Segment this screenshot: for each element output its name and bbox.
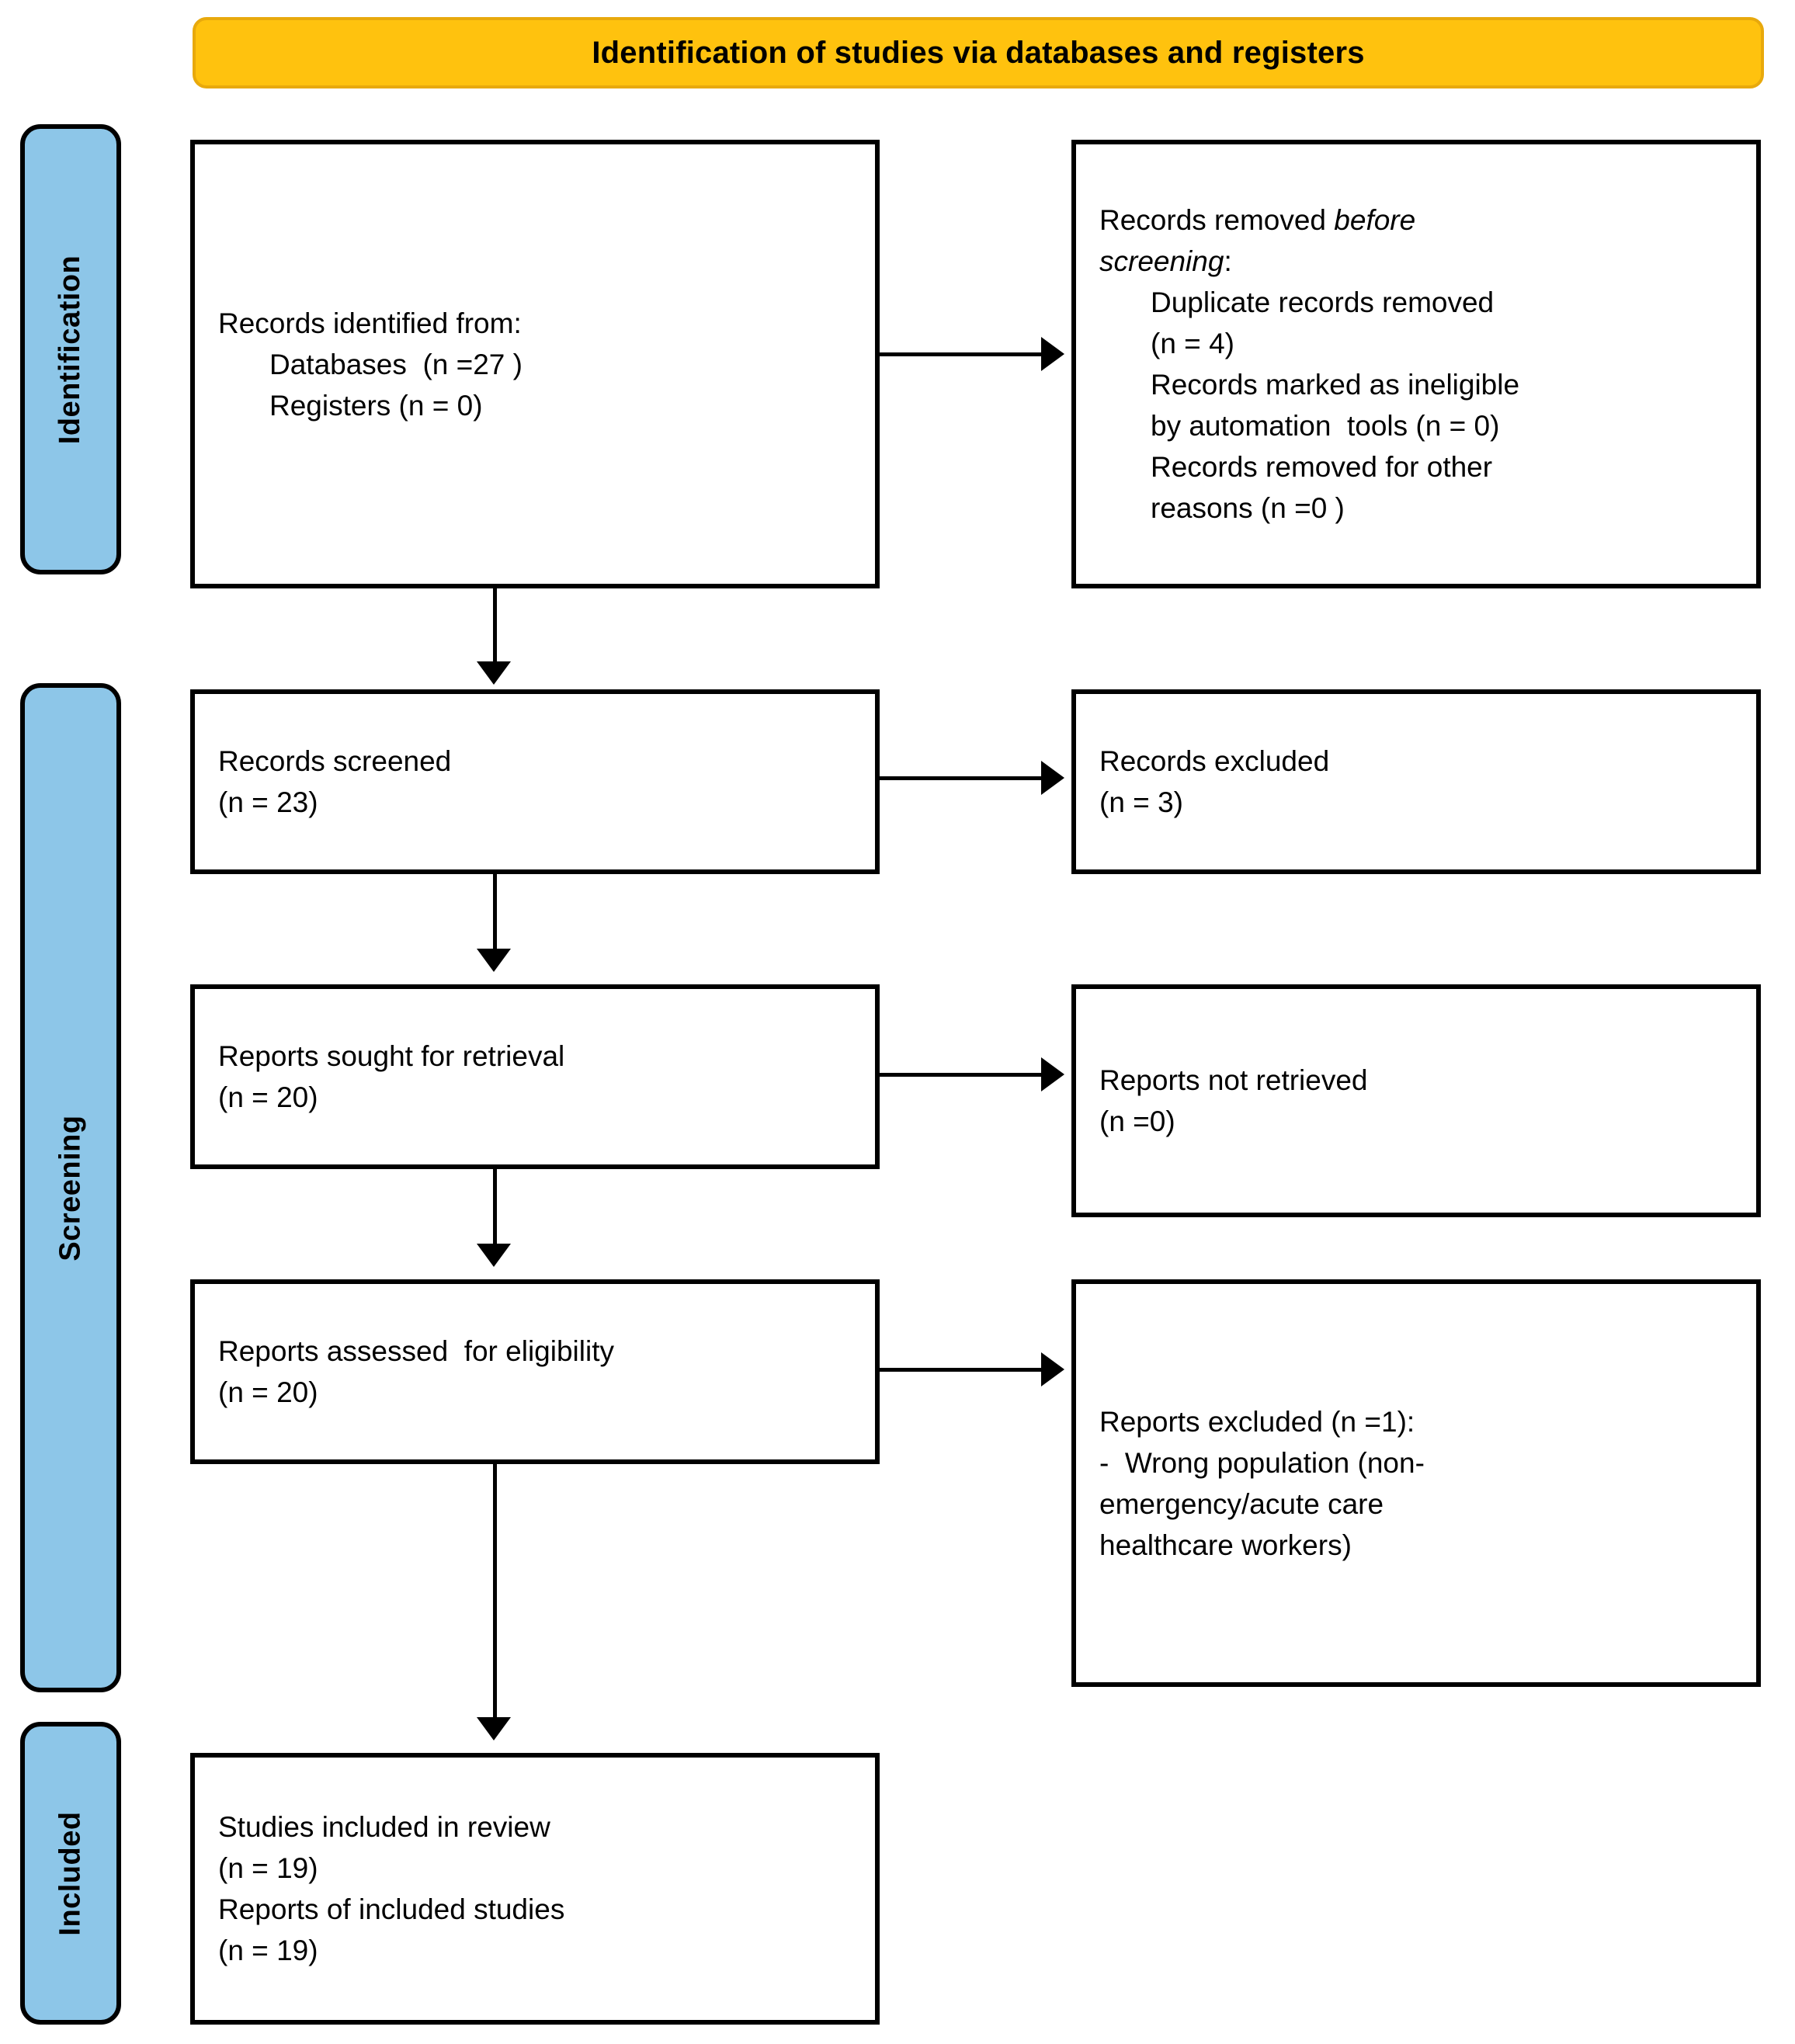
arrow-right-icon — [1041, 761, 1064, 795]
stage-tab-screening-label: Screening — [54, 1114, 87, 1261]
box-studies-included: Studies included in review (n = 19) Repo… — [190, 1753, 880, 2025]
arrow-down-icon — [477, 661, 511, 685]
box-line: Reports of included studies — [218, 1893, 565, 1925]
stage-tab-included: Included — [20, 1722, 121, 2025]
box-line: by automation tools (n = 0) — [1151, 410, 1500, 442]
box-line: Records screened — [218, 745, 452, 777]
arrow-down-icon — [477, 949, 511, 972]
box-line: Studies included in review — [218, 1811, 550, 1843]
box-records-excluded: Records excluded (n = 3) — [1071, 689, 1761, 874]
box-reports-not-retrieved: Reports not retrieved (n =0) — [1071, 984, 1761, 1217]
box-line-italic: before — [1334, 204, 1416, 236]
connector-line-identified-to-removed — [880, 352, 1043, 356]
box-line: Databases (n =27 ) — [269, 348, 523, 380]
box-line: reasons (n =0 ) — [1151, 492, 1345, 524]
stage-tab-screening: Screening — [20, 683, 121, 1692]
connector-line-identified-to-screened — [493, 588, 497, 666]
box-reports-assessed-for-eligibility: Reports assessed for eligibility (n = 20… — [190, 1279, 880, 1464]
box-line: Records excluded — [1099, 745, 1330, 777]
box-line-italic: screening — [1099, 245, 1224, 277]
connector-line-screened-to-excluded — [880, 776, 1043, 780]
diagram-header-banner: Identification of studies via databases … — [193, 17, 1764, 88]
connector-line-sought-to-not-retrieved — [880, 1073, 1043, 1077]
box-line: (n = 19) — [218, 1852, 318, 1884]
box-line: (n = 19) — [218, 1935, 318, 1966]
arrow-right-icon — [1041, 337, 1064, 371]
box-line: (n = 4) — [1151, 328, 1234, 359]
box-line: healthcare workers) — [1099, 1529, 1352, 1561]
box-line: Registers (n = 0) — [269, 389, 483, 422]
connector-line-screened-to-sought — [493, 874, 497, 952]
box-records-screened: Records screened (n = 23) — [190, 689, 880, 874]
box-line: Records removed for other — [1151, 451, 1493, 483]
box-reports-excluded: Reports excluded (n =1): - Wrong populat… — [1071, 1279, 1761, 1687]
diagram-title: Identification of studies via databases … — [592, 35, 1365, 70]
box-line: (n = 3) — [1099, 786, 1183, 818]
stage-tab-identification-label: Identification — [54, 255, 87, 444]
connector-line-sought-to-assessed — [493, 1169, 497, 1247]
box-line: emergency/acute care — [1099, 1487, 1384, 1520]
connector-line-assessed-to-included — [493, 1464, 497, 1720]
stage-tab-identification: Identification — [20, 124, 121, 574]
box-line: Reports assessed for eligibility — [218, 1335, 614, 1367]
arrow-down-icon — [477, 1244, 511, 1267]
box-line: (n = 20) — [218, 1081, 318, 1113]
arrow-down-icon — [477, 1717, 511, 1740]
box-line: Records removed before — [1099, 200, 1733, 241]
box-line: Reports sought for retrieval — [218, 1040, 565, 1072]
box-line: Reports excluded (n =1): — [1099, 1405, 1415, 1438]
box-line: (n =0) — [1099, 1105, 1175, 1137]
arrow-right-icon — [1041, 1352, 1064, 1386]
box-line: - Wrong population (non- — [1099, 1446, 1425, 1479]
box-reports-sought-for-retrieval: Reports sought for retrieval (n = 20) — [190, 984, 880, 1169]
box-line: Records marked as ineligible — [1151, 369, 1520, 401]
box-line: Reports not retrieved — [1099, 1064, 1368, 1096]
box-line: screening: — [1099, 241, 1733, 282]
box-line: (n = 20) — [218, 1376, 318, 1408]
connector-line-assessed-to-reports-excluded — [880, 1368, 1043, 1372]
box-records-removed-before-screening: Records removed before screening: Duplic… — [1071, 140, 1761, 588]
arrow-right-icon — [1041, 1057, 1064, 1091]
box-records-identified: Records identified from: Databases (n =2… — [190, 140, 880, 588]
box-line-text: : — [1224, 245, 1232, 277]
box-line: Records identified from: — [218, 307, 522, 339]
box-line: Duplicate records removed — [1151, 286, 1495, 318]
box-line-text: Records removed — [1099, 204, 1335, 236]
stage-tab-included-label: Included — [54, 1810, 87, 1936]
box-line: (n = 23) — [218, 786, 318, 818]
